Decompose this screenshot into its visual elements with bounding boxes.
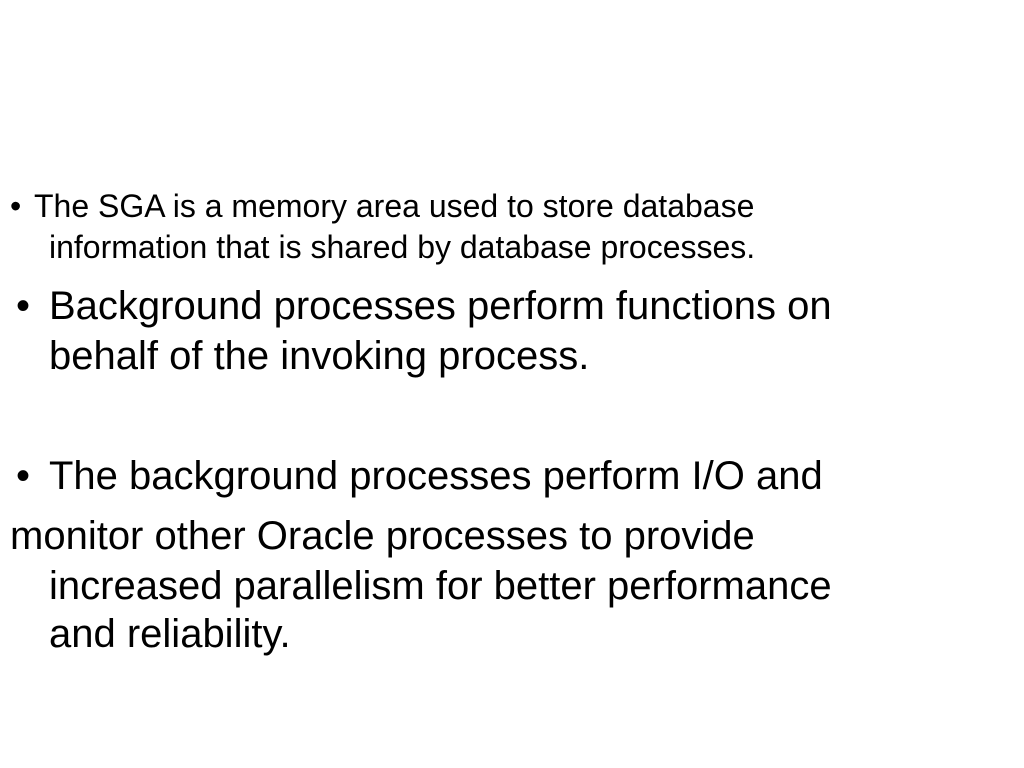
bullet-1-text-line-1: The SGA is a memory area used to store d… (34, 188, 755, 224)
bullet-2-line-2: behalf of the invoking process. (49, 334, 590, 378)
bullet-marker: • (16, 284, 31, 328)
bullet-2-line-1: • Background processes perform functions … (16, 286, 832, 326)
bullet-3-line-3: increased parallelism for better perform… (49, 564, 832, 608)
bullet-3-line-2: monitor other Oracle processes to provid… (10, 514, 755, 558)
bullet-2-text-line-1: Background processes perform functions o… (49, 284, 832, 328)
bullet-1-line-1: • The SGA is a memory area used to store … (10, 190, 754, 222)
bullet-3-line-1: • The background processes perform I/O an… (16, 456, 823, 496)
bullet-marker: • (10, 188, 22, 224)
bullet-1-line-2: information that is shared by database p… (49, 229, 756, 265)
bullet-3-text-line-1: The background processes perform I/O and (49, 454, 823, 498)
bullet-3-line-4: and reliability. (49, 612, 291, 656)
bullet-marker: • (16, 454, 31, 498)
